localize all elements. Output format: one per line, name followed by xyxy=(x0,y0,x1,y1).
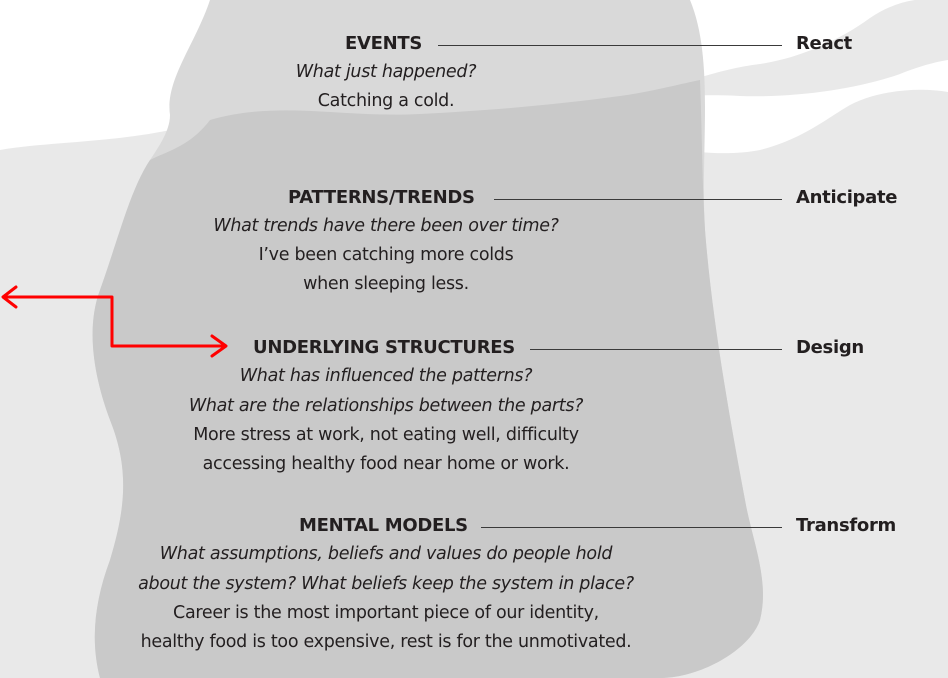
level-heading: UNDERLYING STRUCTURES xyxy=(253,337,515,358)
iceberg-underwater xyxy=(92,80,763,678)
example-line: I’ve been catching more colds xyxy=(258,245,514,265)
question-line: about the system? What beliefs keep the … xyxy=(138,574,634,594)
connector-line xyxy=(530,349,782,350)
example-line: healthy food is too expensive, rest is f… xyxy=(140,632,632,652)
connector-line xyxy=(438,45,782,46)
arrowhead-left xyxy=(1,285,18,309)
arrowhead-right xyxy=(210,334,228,358)
example-line: More stress at work, not eating well, di… xyxy=(193,425,579,445)
question-line: What trends have there been over time? xyxy=(213,216,559,236)
connector-line xyxy=(494,199,782,200)
level-response: Transform xyxy=(796,515,896,536)
level-heading: EVENTS xyxy=(345,33,423,54)
connector-line xyxy=(481,527,782,528)
example-line: Career is the most important piece of ou… xyxy=(173,603,599,623)
level-heading: PATTERNS/TRENDS xyxy=(288,187,475,208)
question-line: What assumptions, beliefs and values do … xyxy=(159,544,613,564)
question-line: What has influenced the patterns? xyxy=(239,366,533,386)
level-response: React xyxy=(796,33,852,54)
example-line: when sleeping less. xyxy=(303,274,469,294)
question-line: What just happened? xyxy=(295,62,477,82)
question-line: What are the relationships between the p… xyxy=(188,396,584,416)
level-response: Anticipate xyxy=(796,187,898,208)
level-response: Design xyxy=(796,337,864,358)
feedback-arrow xyxy=(1,285,228,358)
feedback-arrow-path xyxy=(2,295,227,348)
level-heading: MENTAL MODELS xyxy=(299,515,468,536)
example-line: Catching a cold. xyxy=(317,91,455,111)
example-line: accessing healthy food near home or work… xyxy=(202,454,570,474)
